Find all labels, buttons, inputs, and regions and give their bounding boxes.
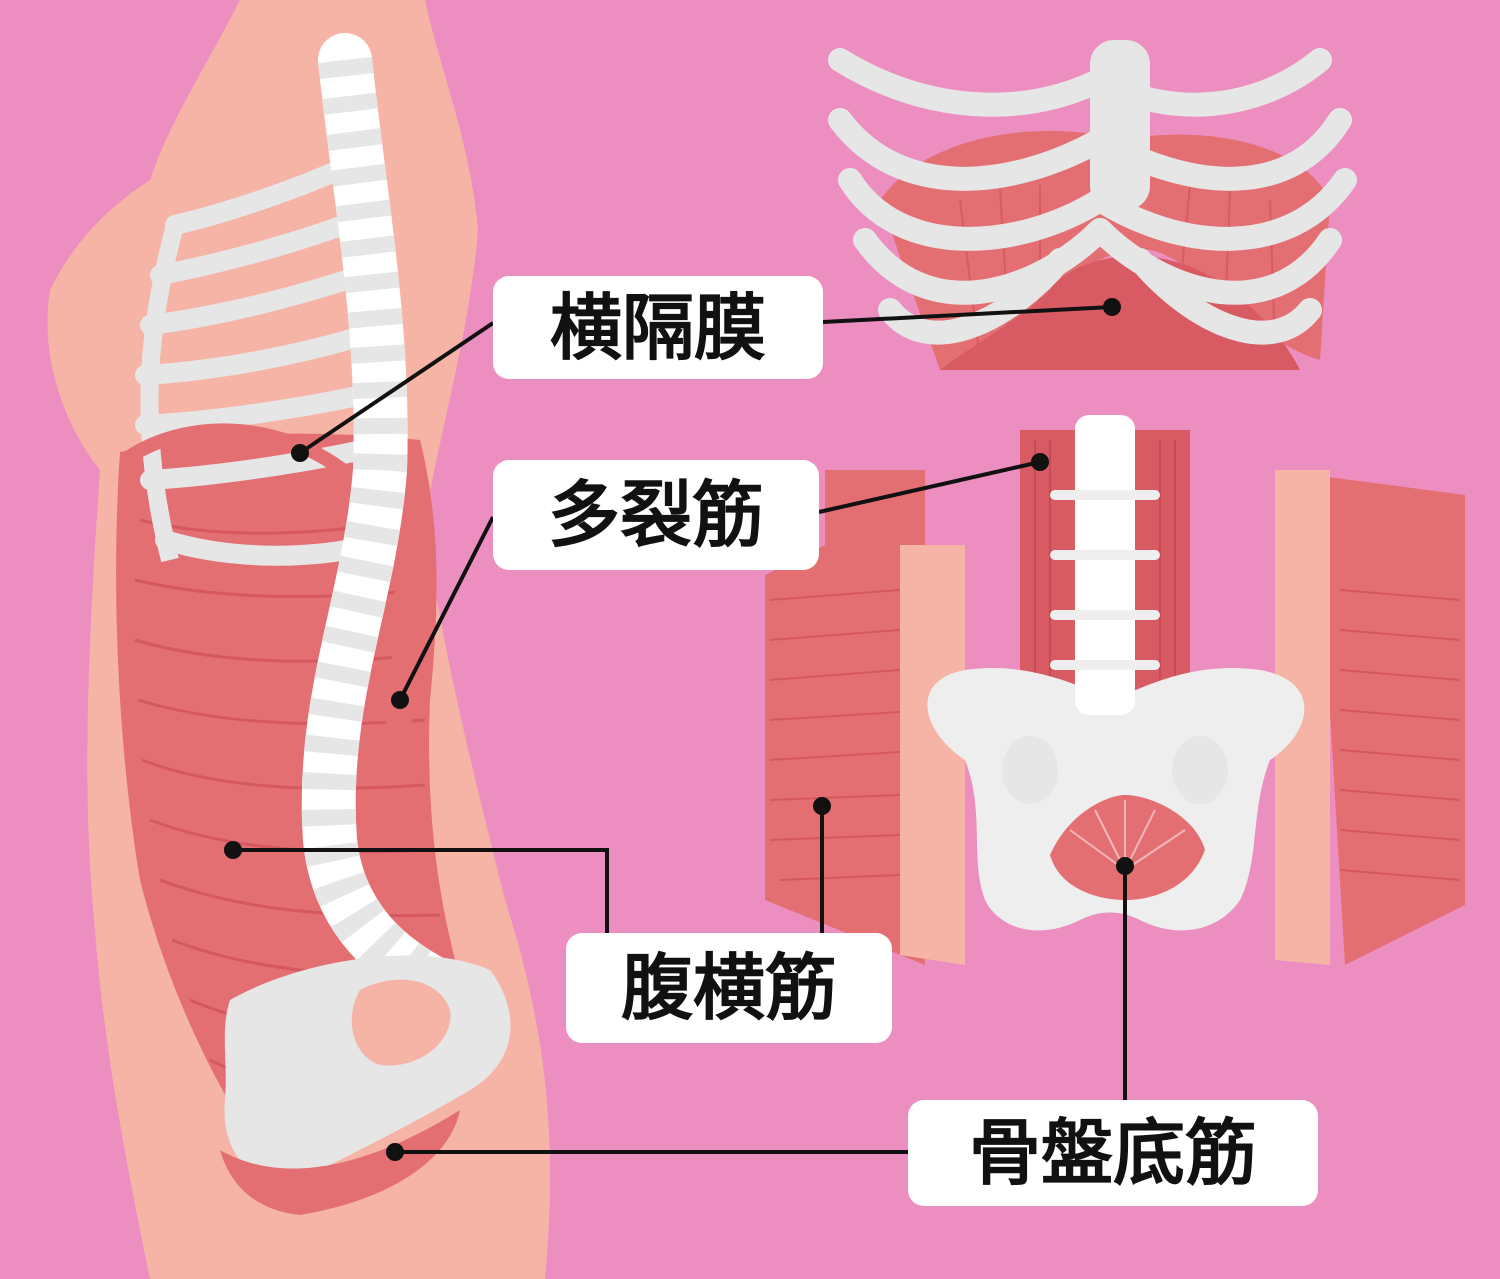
dot-pelvic-side (386, 1143, 404, 1161)
dot-diaphragm-front (1103, 298, 1121, 316)
torso-side-view (47, 0, 551, 1279)
dot-multifidus-front (1031, 453, 1049, 471)
dot-multifidus-side (391, 691, 409, 709)
label-diaphragm: 横隔膜 (493, 276, 823, 379)
pelvic-floor-side (220, 1110, 460, 1215)
upper-rib-cage (828, 48, 1357, 345)
leader-lines (233, 305, 1127, 1154)
diaphragm-front-view (828, 40, 1357, 370)
dot-diaphragm-side (291, 444, 309, 462)
dot-tva-side (224, 841, 242, 859)
leader-multifidus-side (398, 516, 495, 701)
tva-panel-left (765, 470, 925, 965)
obturator-left (1002, 736, 1058, 804)
tva-panel-right-fibers (1339, 589, 1461, 881)
rib-cage-outline (140, 222, 184, 563)
dot-pelvic-front (1116, 857, 1134, 875)
transversus-abdominis-fibers (134, 518, 466, 1098)
leader-diaphragm-side (298, 321, 495, 455)
tva-panel-right (1275, 470, 1465, 965)
dot-tva-front (813, 797, 831, 815)
spine-segments (301, 57, 481, 1026)
label-transversus-abdominis: 腹横筋 (566, 933, 892, 1043)
leader-dots (224, 298, 1134, 1161)
tva-panel-left-fibers (769, 589, 901, 881)
vertebra-processes (1050, 490, 1160, 670)
leader-multifidus-front (818, 460, 1041, 514)
pelvis-side-hole (351, 979, 451, 1066)
diaphragm-side (120, 423, 360, 486)
label-multifidus: 多裂筋 (493, 460, 819, 570)
pelvic-floor-fan (1050, 795, 1205, 900)
multifidus-fibers (1034, 440, 1176, 680)
label-pelvic-floor: 骨盤底筋 (908, 1100, 1318, 1206)
tva-panel-left-edge (900, 545, 965, 965)
leader-tva-side (233, 848, 609, 933)
leader-diaphragm-front (822, 305, 1113, 324)
sternum (1090, 40, 1150, 210)
core-front-view (765, 415, 1465, 965)
obturator-right (1172, 736, 1228, 804)
